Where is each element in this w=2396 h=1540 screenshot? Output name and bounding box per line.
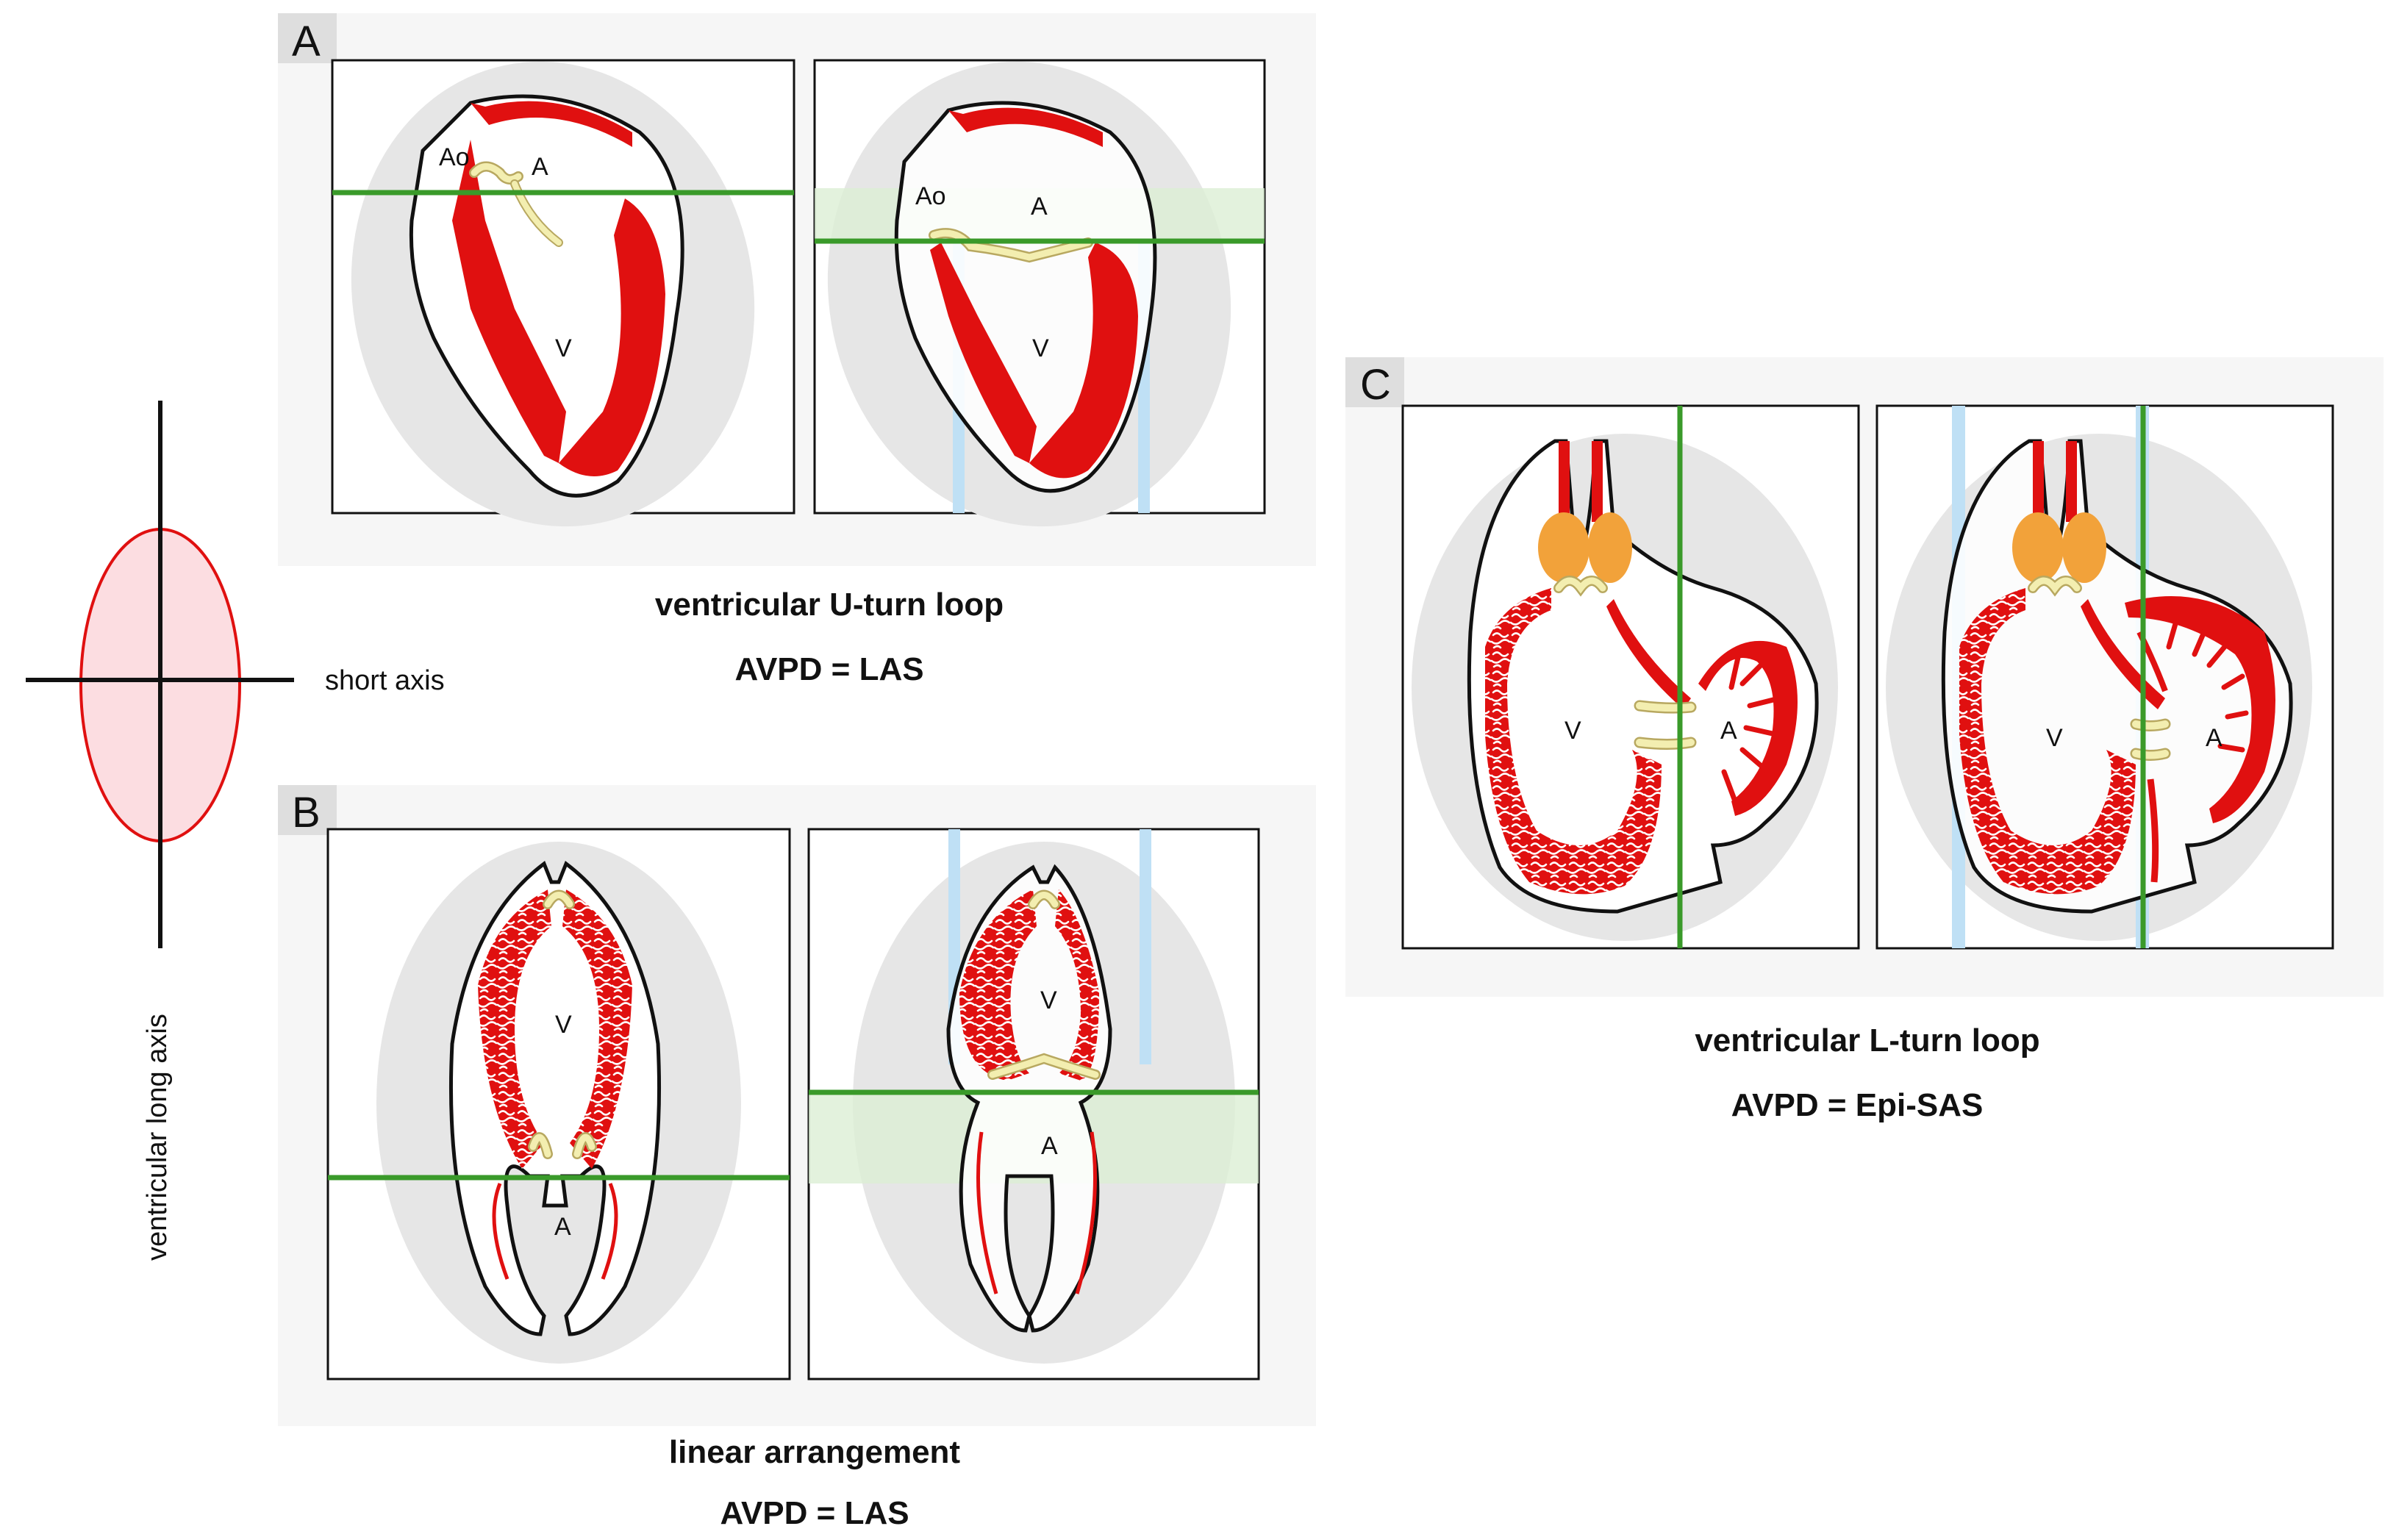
short-axis-label: short axis [325, 665, 445, 696]
atrium-label: A [532, 153, 548, 181]
trabeculated-wall [478, 889, 551, 1169]
panel-c-caption-line1: ventricular L-turn loop [1695, 1023, 2039, 1059]
pectinate-muscles [2166, 618, 2249, 753]
atrium-label: A [2206, 724, 2222, 752]
panel-a-caption-line2: AVPD = LAS [734, 651, 923, 687]
outflow-cushion [1538, 512, 1589, 583]
long-axis-label: ventricular long axis [142, 1014, 173, 1261]
outflow-cushion [1588, 512, 1632, 583]
valve-cushion [529, 1133, 596, 1158]
panel-a-caption-line1: ventricular U-turn loop [655, 587, 1004, 623]
panel-b-caption-line1: linear arrangement [669, 1434, 960, 1470]
atrium-label: A [554, 1213, 571, 1241]
ventricle-wall [559, 198, 665, 476]
valve-cushion [1029, 892, 1059, 908]
valve-cushion [2132, 720, 2169, 759]
trabeculated-wall [959, 889, 1037, 1081]
panel-c-letter: C [1360, 361, 1391, 409]
atrium-label: A [1031, 193, 1048, 221]
panel-c-right-heart: V A [1875, 404, 2334, 950]
ventricle-label: V [1564, 717, 1581, 745]
ventricle-label: V [1040, 986, 1057, 1014]
ventricle-wall [1029, 243, 1138, 479]
panel-c: C V A [1345, 357, 2384, 1123]
axis-key: short axis ventricular long axis [26, 401, 445, 1261]
panel-b-left-heart: V A [326, 828, 791, 1380]
atrial-wall [471, 101, 632, 147]
ventricle-label: V [555, 334, 572, 362]
ventricle-label: V [1032, 334, 1049, 362]
trabeculated-wall [562, 889, 632, 1169]
atrial-wall [948, 107, 1103, 147]
atrium-label: A [1041, 1132, 1058, 1160]
ventricle-label: V [555, 1011, 572, 1039]
trabeculated-wall [1055, 889, 1099, 1081]
valve-cushion [2029, 577, 2081, 594]
panel-a-left-heart: Ao A V [331, 59, 795, 527]
atrial-wall [1698, 640, 1798, 816]
septal-wall [452, 140, 566, 463]
aorta-label: Ao [439, 143, 470, 171]
long-axis-band [1140, 829, 1151, 1064]
valve-cushion [471, 163, 522, 183]
outflow-cushion [2012, 512, 2064, 583]
panel-b-caption-line2: AVPD = LAS [720, 1495, 909, 1531]
atrium-label: A [1720, 717, 1737, 745]
outflow-cushion [2062, 512, 2106, 583]
pectinate-muscles [1721, 651, 1782, 804]
septal-wall [930, 243, 1037, 463]
valve-cushion [544, 892, 573, 908]
trabeculated-wall [1959, 588, 2136, 895]
atrial-wall [2125, 596, 2275, 823]
panel-c-caption-line2: AVPD = Epi-SAS [1731, 1087, 1984, 1123]
valve-cushion [1636, 702, 1695, 748]
valve-cushion [989, 1055, 1099, 1078]
ventricle-label: V [2046, 724, 2063, 752]
panel-c-left-heart: V A [1401, 404, 1860, 950]
aorta-label: Ao [915, 182, 946, 210]
panel-b-right-heart: V A [807, 828, 1260, 1380]
trabeculated-wall [1485, 588, 1662, 895]
panel-a-right-heart: Ao A V [813, 59, 1266, 527]
panel-b-letter: B [292, 789, 321, 837]
valve-cushion [930, 229, 1092, 261]
valve-cushion [1555, 577, 1606, 594]
panel-b: B V A [278, 785, 1316, 1531]
panel-a-letter: A [292, 18, 321, 65]
panel-a: A Ao A V [278, 13, 1316, 687]
